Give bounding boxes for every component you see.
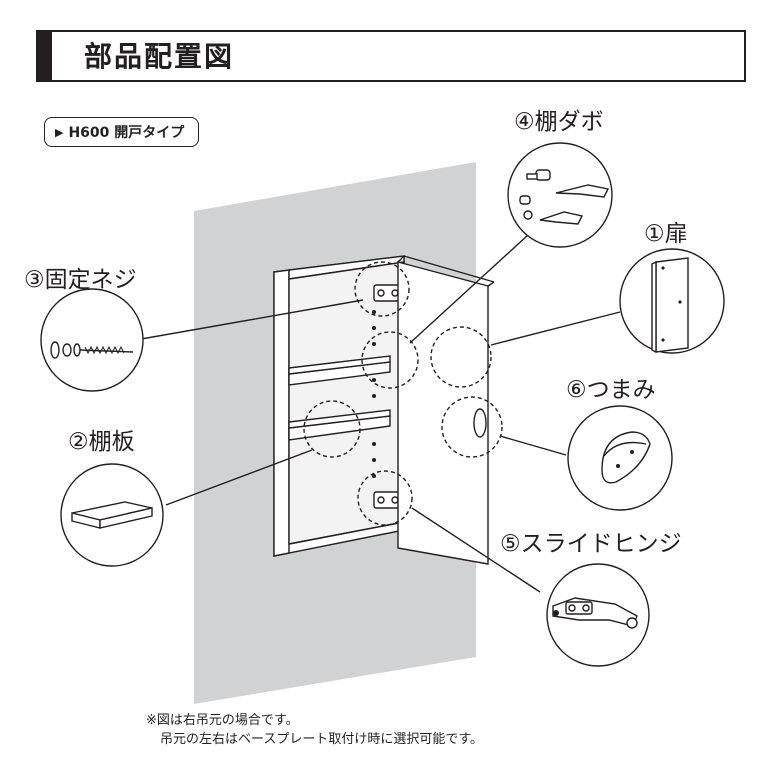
leader-lines xyxy=(106,234,621,593)
detail-dowel xyxy=(507,142,613,248)
page-title: 部品配置図 xyxy=(84,40,235,73)
shelf-holes xyxy=(372,310,376,478)
detail-shelf xyxy=(60,463,164,567)
label-knob: ⑥つまみ xyxy=(566,377,656,403)
shelf-lower xyxy=(288,409,391,441)
type-label: H600 開戸タイプ xyxy=(68,125,185,141)
label-shelf: ②棚板 xyxy=(68,429,135,455)
detail-door xyxy=(619,248,725,354)
door-panel xyxy=(397,261,489,565)
type-badge: ▶ H600 開戸タイプ xyxy=(44,117,200,147)
label-door: ①扉 xyxy=(644,221,688,247)
knob-on-door xyxy=(473,408,487,438)
detail-hinge xyxy=(546,563,650,667)
label-hinge: ⑤スライドヒンジ xyxy=(500,531,682,557)
triangle-icon: ▶ xyxy=(55,125,64,139)
title-box: 部品配置図 xyxy=(36,30,746,82)
label-dowel: ④棚ダボ xyxy=(514,109,604,135)
note-line-2: 吊元の左右はベースプレート取付け時に選択可能です。 xyxy=(160,732,484,747)
callout-circles xyxy=(303,261,503,526)
cabinet-body xyxy=(273,255,405,557)
note-line-1: ※図は右吊元の場合です。 xyxy=(146,713,299,728)
title-accent-bar xyxy=(38,32,52,80)
detail-knob xyxy=(567,405,673,511)
label-screw: ③固定ネジ xyxy=(24,267,137,293)
shelf-upper xyxy=(288,355,391,386)
detail-screw xyxy=(40,288,144,392)
